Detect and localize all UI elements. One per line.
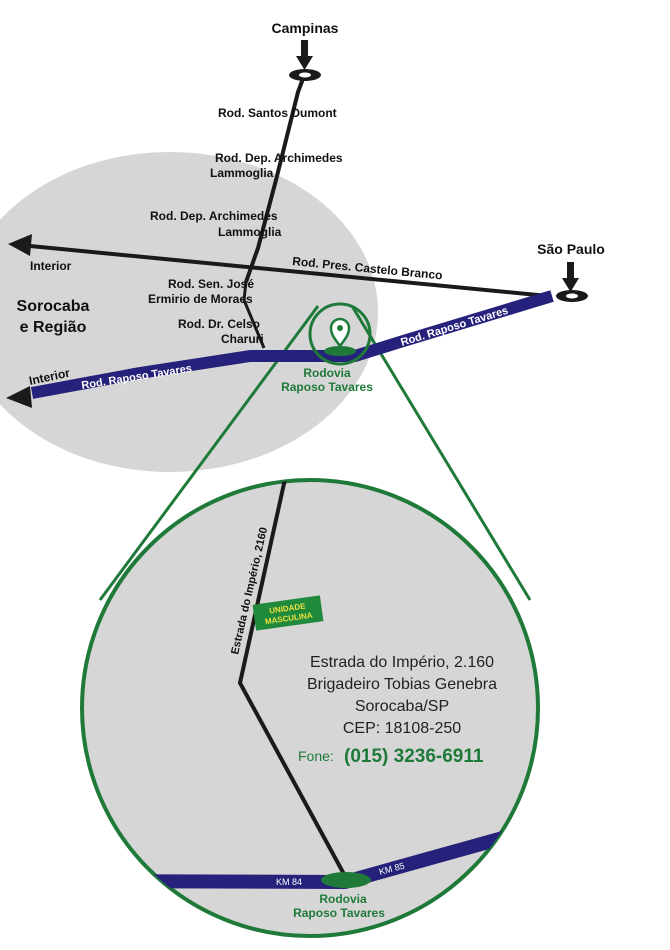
label-sen-jose-1: Rod. Sen. José xyxy=(168,277,254,291)
sao-paulo-point-center xyxy=(566,293,578,299)
castelo-branco-road xyxy=(29,244,549,298)
location-pin-dot xyxy=(337,325,343,331)
fone-number[interactable]: (015) 3236-6911 xyxy=(344,746,484,767)
address-line4: CEP: 18108-250 xyxy=(343,720,461,737)
label-interior-upper: Interior xyxy=(30,259,72,273)
label-archimedes-lower-2: Lammoglia xyxy=(218,225,282,239)
address-line2: Brigadeiro Tobias Genebra xyxy=(307,676,497,693)
location-name-line2: Raposo Tavares xyxy=(281,380,373,394)
address-line3: Sorocaba/SP xyxy=(355,698,449,715)
label-km84: KM 84 xyxy=(276,877,302,887)
estrada-imperio-road xyxy=(237,480,347,877)
fone-label: Fone: xyxy=(298,748,334,764)
sao-paulo-arrow-shaft xyxy=(567,262,574,280)
campinas-arrow-shaft xyxy=(301,40,308,58)
bottom-location-line1: Rodovia xyxy=(319,892,367,906)
label-sen-jose-2: Ermirio de Moraes xyxy=(148,292,253,306)
campinas-arrow-head xyxy=(296,56,313,70)
location-ring xyxy=(308,302,372,366)
sao-paulo-arrow-head xyxy=(562,278,579,292)
label-celso-1: Rod. Dr. Celso xyxy=(178,317,260,331)
label-santos-dumont: Rod. Santos Dumont xyxy=(218,106,337,120)
label-archimedes-upper-2: Lammoglia xyxy=(210,166,274,180)
sorocaba-region-area xyxy=(0,152,378,472)
city-sao-paulo: São Paulo xyxy=(537,241,605,257)
address-line1: Estrada do Império, 2.160 xyxy=(310,654,494,671)
interior-arrow-lower xyxy=(6,386,32,408)
bottom-location-line2: Raposo Tavares xyxy=(293,906,385,920)
location-name-line1: Rodovia xyxy=(303,366,351,380)
interior-arrow-upper xyxy=(8,234,32,256)
region-label-line1: Sorocaba xyxy=(17,298,90,315)
city-campinas: Campinas xyxy=(272,20,339,36)
unit-building xyxy=(252,595,324,631)
santos-dumont-road xyxy=(244,75,306,283)
region-label-line2: e Região xyxy=(20,319,87,336)
label-archimedes-upper-1: Rod. Dep. Archimedes xyxy=(215,151,343,165)
label-raposo-right: Rod. Raposo Tavares xyxy=(399,305,509,349)
location-pin-icon xyxy=(329,317,351,349)
label-celso-2: Charuri xyxy=(221,332,264,346)
detail-circle xyxy=(80,478,540,938)
zoom-funnel-right xyxy=(350,305,532,601)
campinas-point-center xyxy=(299,72,311,78)
unit-location-marker xyxy=(321,872,371,888)
label-archimedes-lower-1: Rod. Dep. Archimedes xyxy=(150,209,278,223)
celso-charuri-road xyxy=(242,281,266,349)
location-base xyxy=(324,346,356,356)
raposo-tavares-highway xyxy=(30,290,554,399)
